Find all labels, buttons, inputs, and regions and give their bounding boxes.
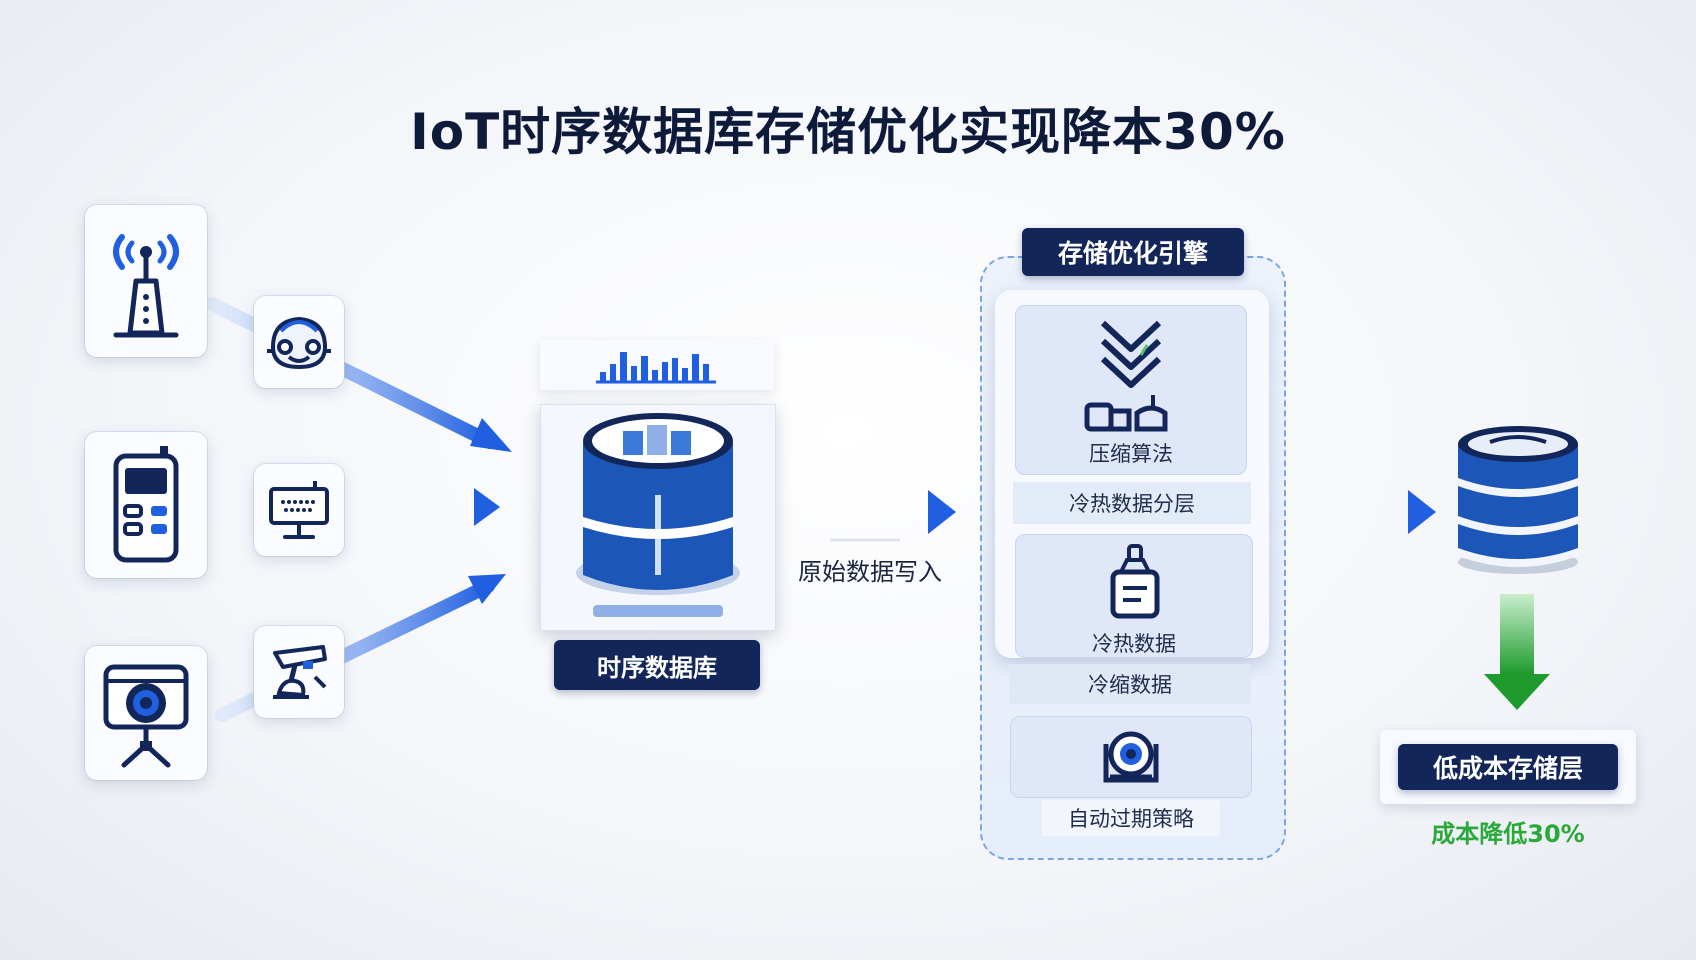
- sensor-hub-icon: [267, 316, 331, 370]
- tiering-strip: 冷热数据分层: [1013, 482, 1251, 524]
- compression-icon: [1084, 320, 1168, 432]
- device-card-tower: [85, 205, 207, 357]
- arrow-down-green: [1484, 594, 1550, 710]
- engine-label: 存储优化引擎: [1022, 228, 1244, 276]
- hot-cold-tile: 冷热数据: [1015, 534, 1253, 658]
- arrow-storage: [1298, 490, 1436, 534]
- device-card-camera: [85, 646, 207, 780]
- handheld-device-icon: [113, 446, 179, 563]
- arrow-write: [800, 490, 956, 542]
- bar-chart-icon: [596, 352, 716, 384]
- signal-tower-icon: [113, 234, 179, 338]
- tsdb-card: [540, 404, 776, 631]
- expiry-label: 自动过期策略: [1042, 800, 1220, 836]
- hot-cold-label: 冷热数据: [1092, 632, 1176, 656]
- device-card-monitor: [254, 464, 344, 556]
- cold-compress-strip: 冷缩数据: [1009, 664, 1251, 704]
- device-card-handheld: [85, 432, 207, 578]
- expiry-tile: [1010, 716, 1252, 798]
- savings-label: 成本降低30%: [1431, 820, 1585, 848]
- page-title: IoT时序数据库存储优化实现降本30%: [410, 103, 1286, 161]
- camera-tripod-icon: [103, 664, 189, 768]
- monitor-screen-icon: [269, 481, 329, 539]
- storage-database-icon: [1458, 426, 1578, 574]
- write-label: 原始数据写入: [798, 558, 942, 586]
- storage-label: 低成本存储层: [1398, 744, 1618, 790]
- device-card-sensor: [254, 296, 344, 388]
- tsdb-chart-header: [540, 340, 774, 390]
- surveillance-camera-icon: [273, 645, 327, 699]
- database-icon: [576, 413, 740, 617]
- expiry-icon: [1103, 731, 1159, 783]
- compression-tile: 压缩算法: [1015, 305, 1247, 475]
- bottle-icon: [1110, 544, 1160, 619]
- tsdb-label: 时序数据库: [554, 640, 760, 690]
- compression-label: 压缩算法: [1089, 442, 1173, 466]
- device-card-surveillance: [254, 626, 344, 718]
